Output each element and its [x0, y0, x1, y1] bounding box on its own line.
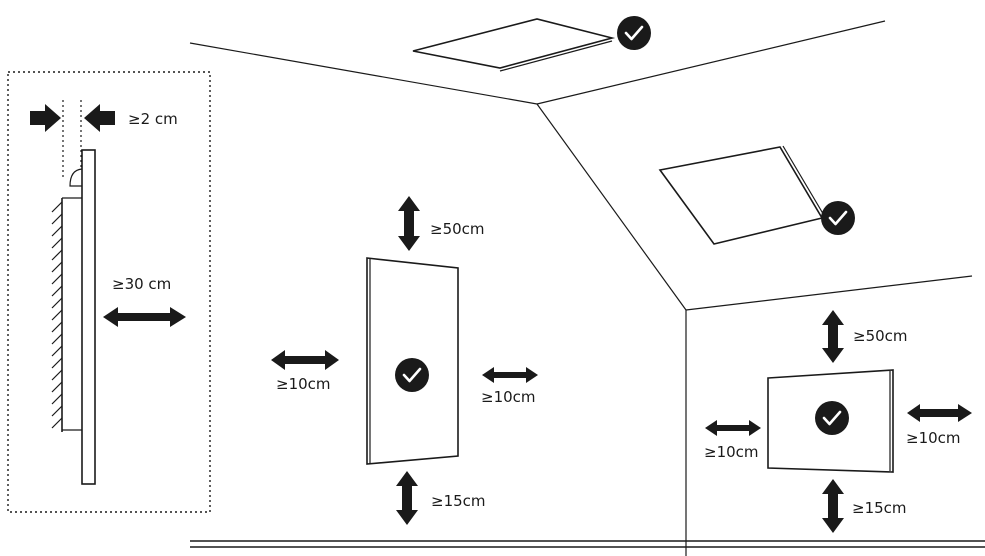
right-clearance-label: ≥10cm [481, 388, 536, 406]
bottom-clearance-arrow [822, 479, 844, 533]
room-corner-upper [536, 103, 687, 311]
room-outline [189, 20, 985, 556]
check-icon [813, 399, 851, 437]
bottom-clearance-label: ≥15cm [431, 492, 486, 510]
check-icon [615, 14, 653, 52]
ceiling-panel-1-outline [412, 18, 616, 69]
top-clearance-arrow [822, 310, 844, 363]
ceiling-panel-2 [658, 145, 857, 245]
ceiling-left-edge [189, 42, 538, 105]
check-icon [393, 356, 431, 394]
ceiling-panel-1-edge [499, 40, 613, 72]
bottom-clearance-label: ≥15cm [852, 499, 907, 517]
left-clearance-label: ≥10cm [276, 375, 331, 393]
right-clearance-label: ≥10cm [906, 429, 961, 447]
left-clearance-arrow [705, 420, 761, 436]
gap-arrow-right [30, 104, 61, 132]
ceiling-panel-2-outline [658, 146, 824, 245]
top-clearance-label: ≥50cm [853, 327, 908, 345]
bottom-clearance-arrow [396, 471, 418, 525]
wall-hatching [51, 201, 63, 429]
panel-side-profile [81, 149, 96, 485]
top-clearance-label: ≥50cm [430, 220, 485, 238]
side-view-detail: ≥2 cm [7, 71, 211, 513]
mount-hook [69, 168, 83, 187]
side-view-frame [7, 71, 211, 513]
wall-panel-vertical: ≥50cm ≥10cm ≥10cm ≥15cm [271, 196, 538, 525]
top-clearance-arrow [398, 196, 420, 251]
ceiling-panel-1 [412, 14, 653, 72]
left-clearance-arrow [271, 350, 339, 370]
front-clearance-arrow [103, 307, 186, 327]
wall-panel-horizontal: ≥50cm ≥10cm ≥10cm ≥15cm [704, 310, 972, 533]
ceiling-back-edge [536, 20, 886, 105]
gap-arrow-left [84, 104, 115, 132]
front-clearance-label: ≥30 cm [112, 275, 171, 293]
ceiling-panel-2-edge [782, 145, 826, 218]
gap-label: ≥2 cm [128, 110, 178, 128]
left-clearance-label: ≥10cm [704, 443, 759, 461]
right-clearance-arrow [907, 404, 972, 422]
ceiling-right-edge [685, 275, 973, 311]
check-icon [819, 199, 857, 237]
right-clearance-arrow [482, 367, 538, 383]
